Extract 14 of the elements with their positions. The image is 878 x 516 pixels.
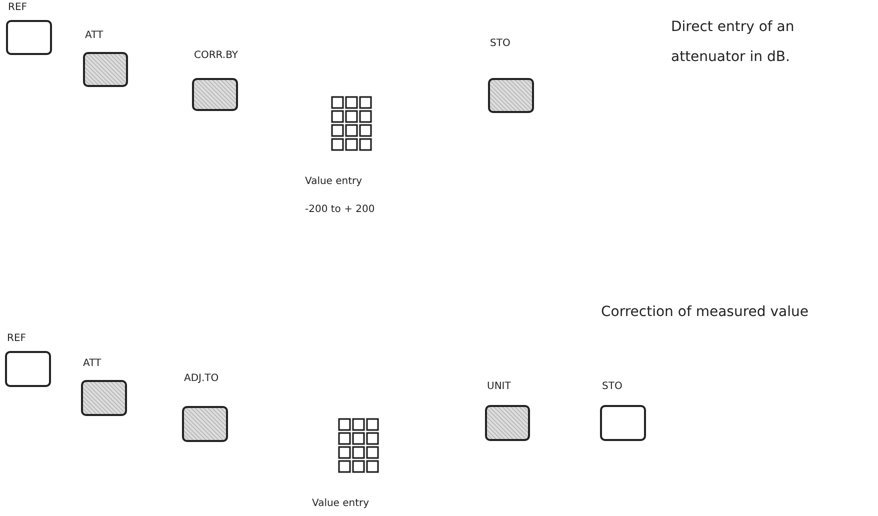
description-text: Correction of measured value	[601, 303, 810, 322]
key-label: ATT	[85, 30, 104, 41]
value-range: -200 to + 200	[305, 204, 375, 215]
key-label: REF	[8, 2, 28, 13]
key-label: CORR.BY	[194, 50, 238, 61]
key-label: ADJ.TO	[184, 373, 219, 384]
keypad-caption: Value entry	[305, 176, 362, 187]
key-label: STO	[602, 381, 622, 392]
description-text: Direct entry of an attenuator in dB.	[671, 18, 796, 67]
key-label: REF	[7, 333, 26, 344]
key-label: ATT	[83, 358, 102, 369]
key-label: UNIT	[487, 381, 511, 392]
key-label: STO	[490, 38, 510, 49]
keypad-caption: Value entry	[312, 498, 370, 509]
